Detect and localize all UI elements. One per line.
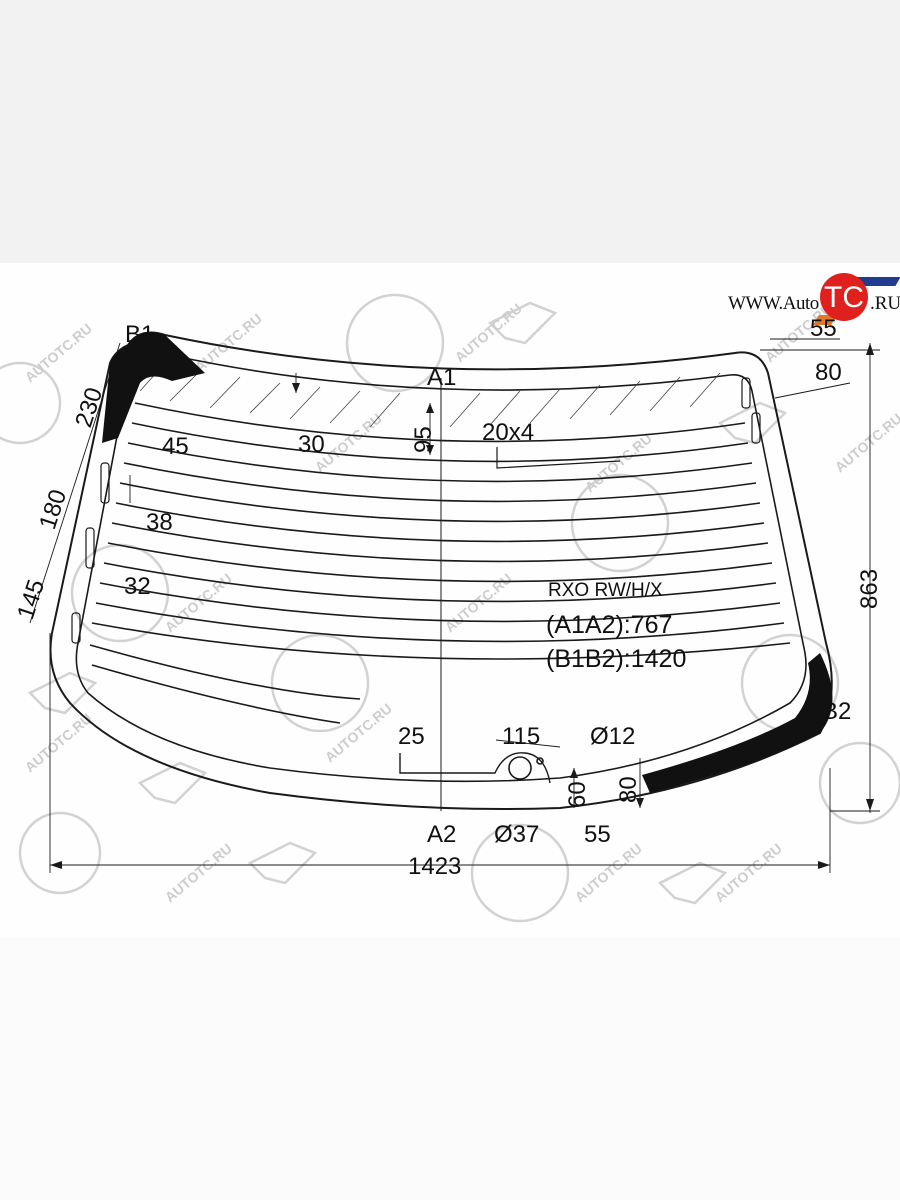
logo-tc-circle: TC [820,273,868,321]
bottom-padding [0,937,900,1200]
watermark-layer: AUTOTC.RU AUTOTC.RU AUTOTC.RU AUTOTC.RU … [0,293,900,923]
dim-25-bottom: 25 [398,723,425,750]
logo-www-text: WWW.Auto [728,293,819,314]
dim-60-bottom: 60 [564,781,591,808]
dim-80-bottom: 80 [615,776,642,803]
point-b2-label: B2 [822,698,852,725]
dim-45-inner: 45 [162,433,189,460]
glass-outline [29,331,880,873]
logo-ru-text: .RU [870,293,900,314]
glass-drawing-canvas: AUTOTC.RU AUTOTC.RU AUTOTC.RU AUTOTC.RU … [0,263,900,937]
dim-115-bottom: 115 [502,723,541,750]
dim-95-center: 95 [410,426,437,453]
dim-863-height: 863 [856,568,883,609]
point-a1-label: A1 [427,364,457,391]
dim-d37-hole: Ø37 [494,821,540,848]
dim-30-top: 30 [298,431,325,458]
dim-20x4-heater: 20x4 [482,419,535,446]
dim-32-inner: 32 [124,573,151,600]
autotc-logo: WWW.Auto TC .RU [724,271,900,331]
point-b1-label: B1 [125,321,155,348]
dim-d12-hole: Ø12 [590,723,636,750]
spec-code: RXO RW/H/X [548,580,663,601]
spec-b1b2: (B1B2):1420 [546,645,687,673]
dim-80-top-right: 80 [815,359,842,386]
dim-55-bottom: 55 [584,821,611,848]
dim-1423-width: 1423 [408,853,462,880]
spec-a1a2: (A1A2):767 [546,611,673,639]
point-a2-label: A2 [427,821,457,848]
dim-38-inner: 38 [146,509,173,536]
dim-55-top-right: 55 [810,315,837,342]
